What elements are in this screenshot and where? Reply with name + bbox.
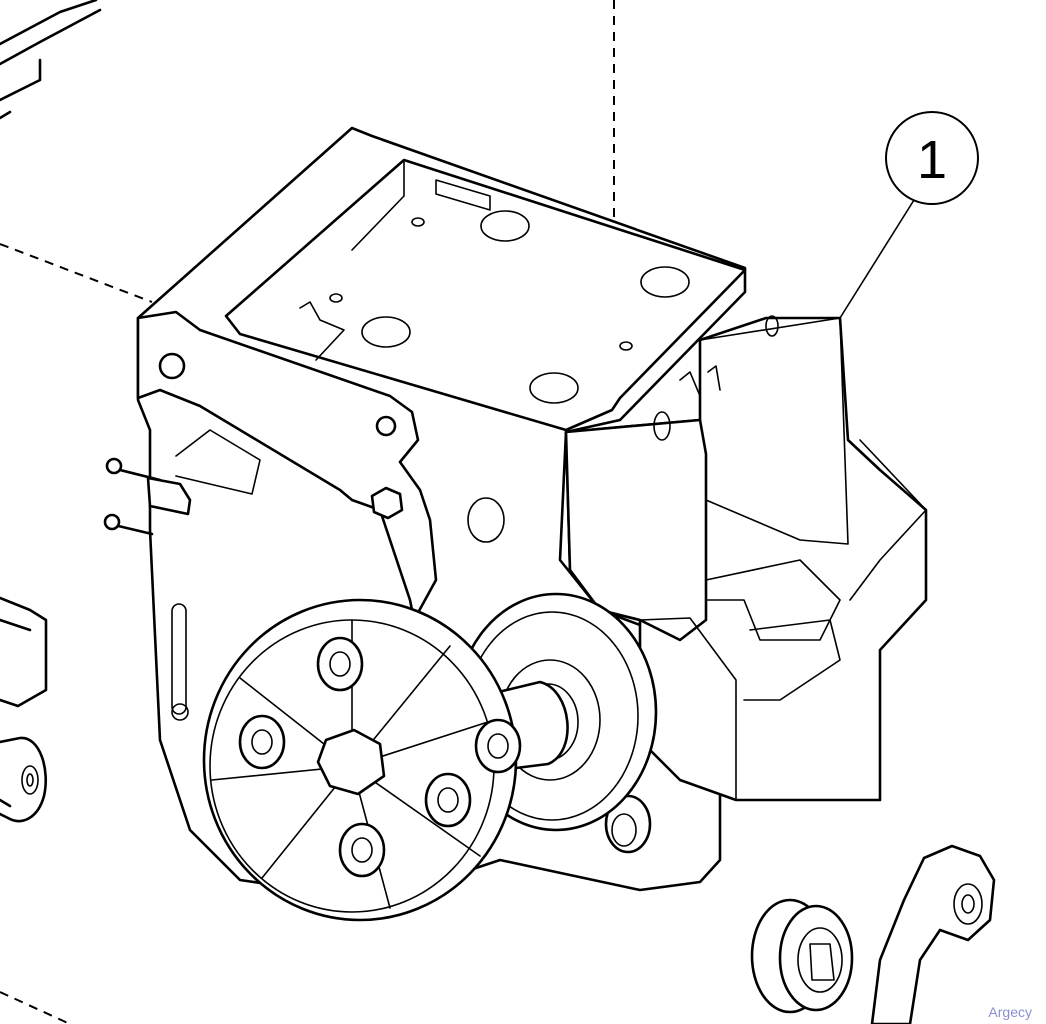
callout-circle bbox=[885, 111, 979, 205]
callout-1: 1 bbox=[839, 111, 979, 319]
drive-assembly bbox=[103, 126, 928, 922]
loose-gear-part bbox=[750, 898, 854, 1014]
gear-bosses bbox=[238, 636, 522, 878]
callout-leader-line bbox=[839, 199, 915, 319]
adjacent-part-top-left bbox=[0, 0, 102, 120]
adjacent-part-left-bracket bbox=[0, 596, 48, 708]
loose-arm-part bbox=[870, 844, 996, 1024]
callout-label: 1 bbox=[917, 130, 947, 190]
watermark-text: Argecy bbox=[988, 1004, 1032, 1020]
hub-nut bbox=[316, 728, 386, 796]
adjacent-part-left-roller bbox=[0, 736, 48, 823]
